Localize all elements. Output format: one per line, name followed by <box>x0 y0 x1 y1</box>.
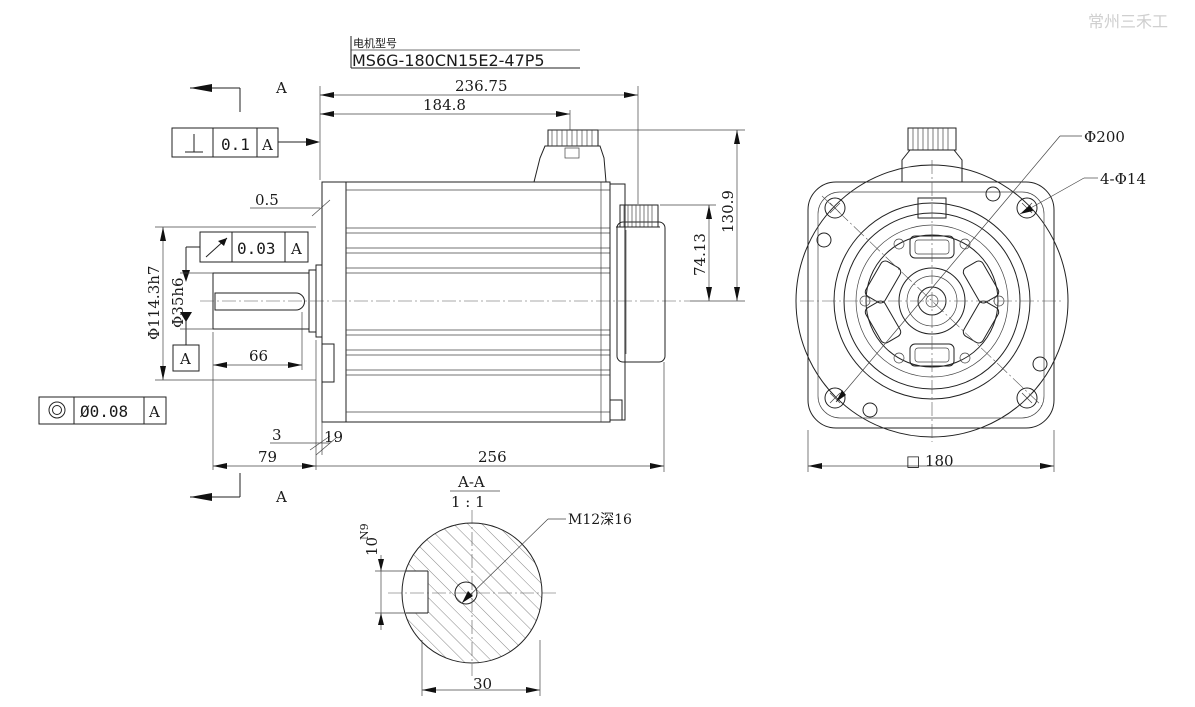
perpendicularity-datum: A <box>261 136 273 154</box>
side-view: A A 0.1 A 0.03 A <box>38 77 745 506</box>
dim-79-label: 79 <box>258 448 277 466</box>
encoder-connector <box>616 204 660 228</box>
dim-section-dia-label: 30 <box>473 675 492 693</box>
bolt-circle-leader: Φ200 <box>835 128 1125 403</box>
section-title: A-A <box>457 473 485 491</box>
model-label-caption: 电机型号 <box>353 36 397 50</box>
dim-key-width-label: 10 <box>363 537 381 556</box>
dim-overall-length: 236.75 <box>319 77 639 204</box>
dim-small-3-label: 3 <box>272 426 282 444</box>
dim-height-74: 74.13 <box>660 204 716 301</box>
motor-flange <box>321 181 347 423</box>
datum-box-letter: A <box>179 350 191 368</box>
front-connector <box>901 127 963 219</box>
section-letter-bottom: A <box>275 488 287 506</box>
front-view: Φ200 4-Φ14 □ 180 <box>795 127 1146 472</box>
section-scale: 1 : 1 <box>451 493 485 511</box>
section-arrow-top: A <box>190 79 287 112</box>
runout-datum: A <box>290 240 302 258</box>
dim-shaft-diameter-label: Φ35h6 <box>169 277 187 328</box>
dim-square: □ 180 <box>807 430 1055 472</box>
encoder-cap <box>609 183 666 421</box>
dim-256-label: 256 <box>478 448 507 466</box>
perpendicularity-value: 0.1 <box>221 135 250 154</box>
thread-label: M12深16 <box>568 512 632 528</box>
dim-height-74-label: 74.13 <box>691 233 709 276</box>
dim-key-tol-label: N9 <box>358 523 371 540</box>
thread-leader: M12深16 <box>461 512 632 604</box>
power-connector <box>533 129 607 183</box>
dim-square-label: □ 180 <box>906 452 954 470</box>
bolt-circle-label: Φ200 <box>1084 128 1125 146</box>
concentricity-value: Ø0.08 <box>80 402 128 421</box>
perpendicularity-frame: 0.1 A <box>171 127 320 158</box>
motor-body <box>345 181 611 423</box>
runout-frame: 0.03 A <box>182 231 309 282</box>
dim-shaft-diameter: Φ35h6 <box>169 272 213 330</box>
concentricity-datum: A <box>148 403 160 421</box>
section-letter-top: A <box>275 79 287 97</box>
concentricity-frame: Ø0.08 A <box>38 396 167 425</box>
dim-height-130-label: 130.9 <box>719 190 737 233</box>
dim-key-length-label: 66 <box>249 347 268 365</box>
dim-pilot-diameter: Φ114.3h7 <box>145 226 316 381</box>
section-arrow-bottom: A <box>190 473 287 506</box>
holes-leader: 4-Φ14 <box>1019 170 1146 215</box>
watermark: 常州三禾工 <box>1088 12 1168 31</box>
model-number: MS6G-180CN15E2-47P5 <box>352 51 545 70</box>
holes-label: 4-Φ14 <box>1100 170 1146 188</box>
model-label: 电机型号 MS6G-180CN15E2-47P5 <box>350 36 580 70</box>
dim-height-130: 130.9 <box>598 129 745 302</box>
dim-small-19-label: 19 <box>324 428 343 446</box>
dim-small-offsets: 3 19 <box>270 340 343 470</box>
dim-bottom-lengths: 79 256 <box>213 362 665 472</box>
runout-value: 0.03 <box>237 239 276 258</box>
dim-pilot-diameter-label: Φ114.3h7 <box>145 266 163 340</box>
dim-section-dia: 30 <box>421 640 541 696</box>
datum-box: A <box>172 312 200 372</box>
dim-overall-length-label: 236.75 <box>455 77 508 95</box>
dim-key-width: 10 N9 <box>358 523 406 630</box>
dim-body-length: 184.8 <box>320 96 571 130</box>
section-view: A-A 1 : 1 10 N9 M12深16 <box>358 473 632 696</box>
dim-flange-offset-label: 0.5 <box>255 191 279 209</box>
dim-body-length-label: 184.8 <box>423 96 466 114</box>
dim-flange-offset: 0.5 <box>250 191 331 217</box>
dim-key-length: 66 <box>212 312 303 470</box>
